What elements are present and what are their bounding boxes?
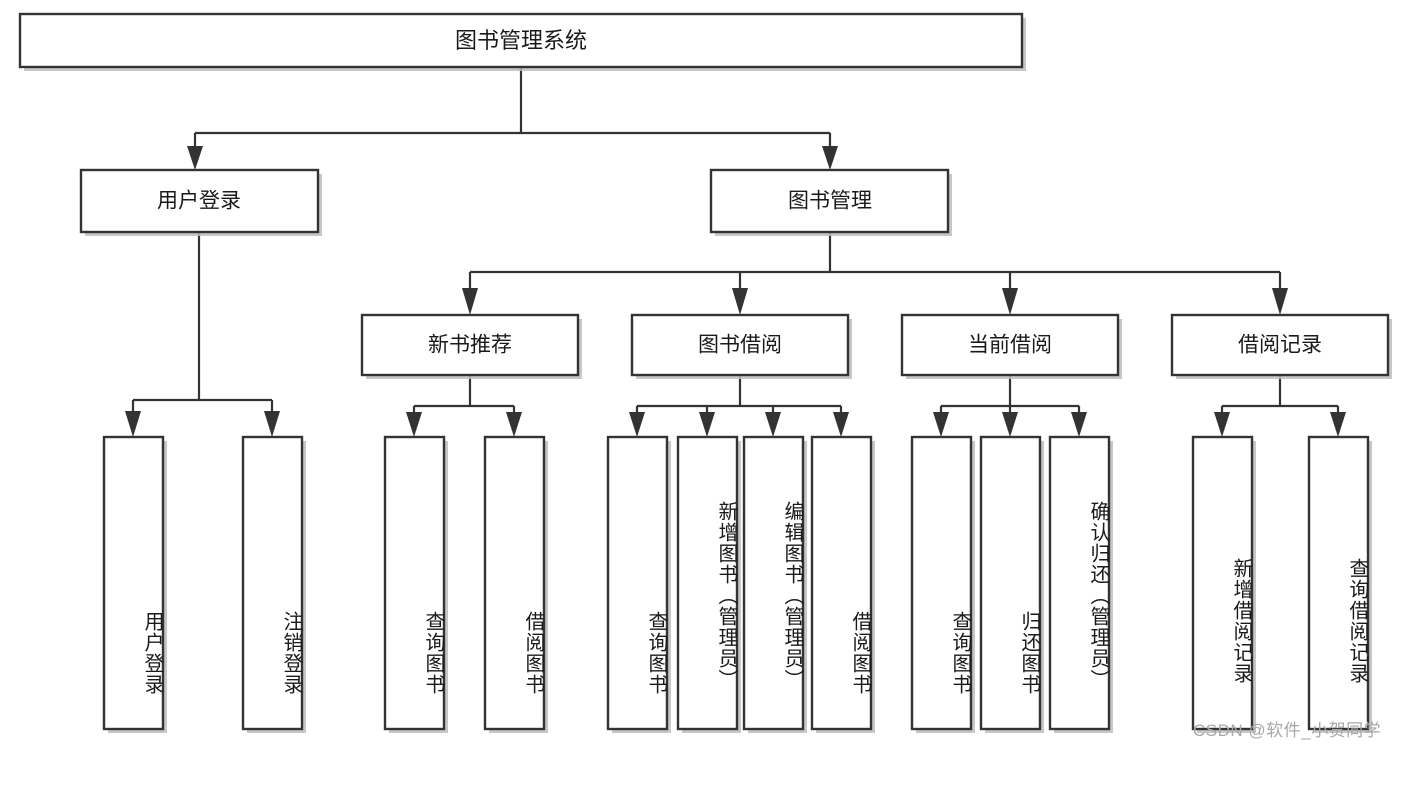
node-bookmgmt-label: 图书管理 (788, 190, 872, 213)
arrow-head-bookmgmt (822, 146, 838, 170)
leaf-5-box[interactable] (606, 435, 669, 731)
node-records-box[interactable] (1170, 313, 1390, 377)
connector-newbook-bus (412, 375, 516, 420)
connectors (125, 67, 1346, 437)
node-borrow-label: 图书借阅 (698, 334, 782, 357)
node-newbook-box[interactable] (360, 313, 580, 377)
arrow-head-login (187, 146, 203, 170)
arrow-head-leaf-10 (1002, 412, 1018, 437)
node-bookmgmt[interactable]: 图书管理 (709, 168, 952, 236)
leaf-4-box[interactable] (483, 435, 546, 731)
connector-root-bus (193, 67, 832, 158)
node-current[interactable]: 当前借阅 (900, 313, 1122, 379)
arrow-head-leaf-2 (264, 411, 280, 437)
node-current-box[interactable] (900, 313, 1120, 377)
leaf-6-box[interactable] (676, 435, 739, 731)
diagram-canvas: 图书管理系统 用户登录 图书管理 新书推荐 图书借阅 当前借阅 (18, 12, 1392, 733)
node-root-box[interactable] (18, 12, 1024, 69)
node-login-label: 用户登录 (157, 190, 241, 213)
arrow-head-leaf-6 (699, 412, 715, 437)
node-login[interactable]: 用户登录 (79, 168, 322, 236)
arrow-head-leaf-1 (125, 411, 141, 437)
arrow-head-leaf-7 (765, 412, 781, 437)
leaf-1-box[interactable] (102, 435, 165, 731)
arrow-head-leaf-4 (506, 412, 522, 437)
arrow-head-records (1272, 288, 1288, 315)
arrow-head-newbook (462, 288, 478, 315)
leaf-9-box[interactable] (910, 435, 973, 731)
leaf-3-box[interactable] (383, 435, 446, 731)
csdn-watermark: CSDN @软件_小贺同学 (1193, 721, 1382, 740)
leaf-10-box[interactable] (979, 435, 1042, 731)
hierarchy-diagram: 图书管理系统 用户登录 图书管理 新书推荐 图书借阅 当前借阅 (18, 12, 1392, 740)
arrow-head-borrow (732, 288, 748, 315)
node-current-label: 当前借阅 (968, 334, 1052, 357)
leaf-7-box[interactable] (742, 435, 805, 731)
node-newbook[interactable]: 新书推荐 (360, 313, 582, 379)
connector-login-bus (131, 232, 274, 422)
node-root-label: 图书管理系统 (455, 28, 587, 53)
node-records-label: 借阅记录 (1238, 334, 1322, 357)
arrow-head-current (1002, 288, 1018, 315)
connector-borrow-bus (635, 375, 843, 420)
node-root[interactable]: 图书管理系统 (18, 12, 1026, 71)
arrow-head-leaf-5 (629, 412, 645, 437)
connector-bookmgmt-bus (468, 232, 1282, 296)
arrow-head-leaf-9 (933, 412, 949, 437)
arrow-head-leaf-12 (1214, 412, 1230, 437)
arrow-head-leaf-13 (1330, 412, 1346, 437)
leaf-2-box[interactable] (241, 435, 304, 731)
leaf-boxes (102, 435, 1372, 733)
leaf-13-box[interactable] (1307, 435, 1370, 731)
leaf-11-box[interactable] (1048, 435, 1111, 731)
node-newbook-label: 新书推荐 (428, 334, 512, 357)
node-borrow-box[interactable] (630, 313, 850, 377)
node-bookmgmt-box[interactable] (709, 168, 950, 234)
connector-records-bus (1220, 375, 1340, 420)
node-borrow[interactable]: 图书借阅 (630, 313, 852, 379)
arrow-head-leaf-3 (406, 412, 422, 437)
arrow-head-leaf-8 (833, 412, 849, 437)
leaf-8-box[interactable] (810, 435, 873, 731)
node-login-box[interactable] (79, 168, 320, 234)
node-records[interactable]: 借阅记录 (1170, 313, 1392, 379)
arrow-head-leaf-11 (1071, 412, 1087, 437)
leaf-12-box[interactable] (1191, 435, 1254, 731)
